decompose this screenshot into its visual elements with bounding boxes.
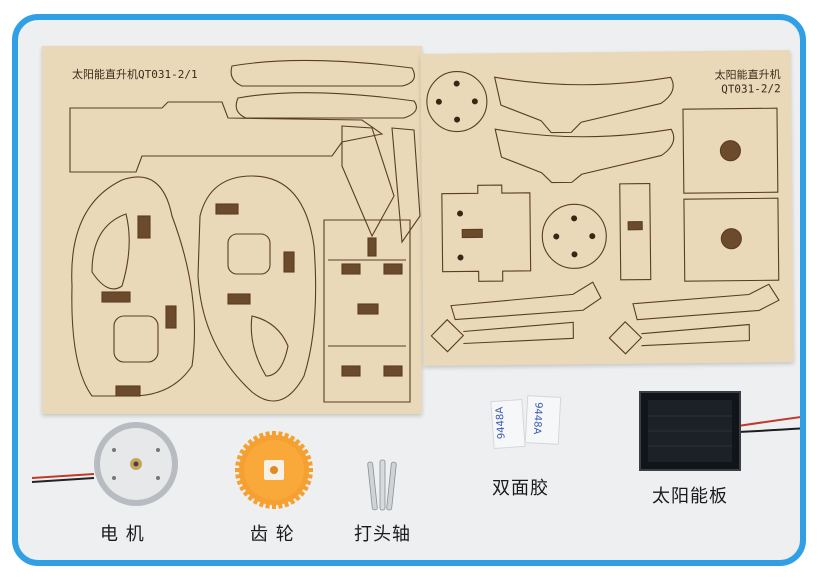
tape-print-2: 9448A [530,401,544,435]
board-1-label: 太阳能直升机QT031-2/1 [72,68,198,81]
tape-piece-1: 9448A [490,398,526,450]
plywood-board-2: 太阳能直升机 QT031-2/2 [420,50,794,366]
pins-label: 打头轴 [354,524,411,545]
plywood-board-1: 太阳能直升机QT031-2/1 [42,46,422,414]
laser-cut-parts-board-2 [426,71,780,355]
gear-label: 齿 轮 [250,524,295,545]
tape-piece-2: 9448A [524,395,562,445]
dc-motor [31,420,182,510]
motor-label: 电 机 [100,524,145,545]
solar-panel [638,390,800,474]
pin-icon [367,459,397,511]
motor-icon [31,422,178,506]
photo-frame: 太阳能直升机QT031-2/1 [12,14,806,566]
gear-icon [235,431,313,509]
gear-tooth [272,503,276,509]
gear [234,430,314,510]
tape-print-1: 9448A [494,406,508,440]
axle-pins [358,458,408,514]
double-sided-tape: 9448A 9448A [490,394,564,452]
board-2-label: 太阳能直升机 QT031-2/2 [714,68,781,96]
laser-cut-parts-board-1 [69,59,421,403]
tape-label: 双面胶 [492,478,549,499]
solar-panel-icon [639,391,800,471]
gear-tooth [272,431,276,437]
solar-panel-label: 太阳能板 [652,486,728,507]
